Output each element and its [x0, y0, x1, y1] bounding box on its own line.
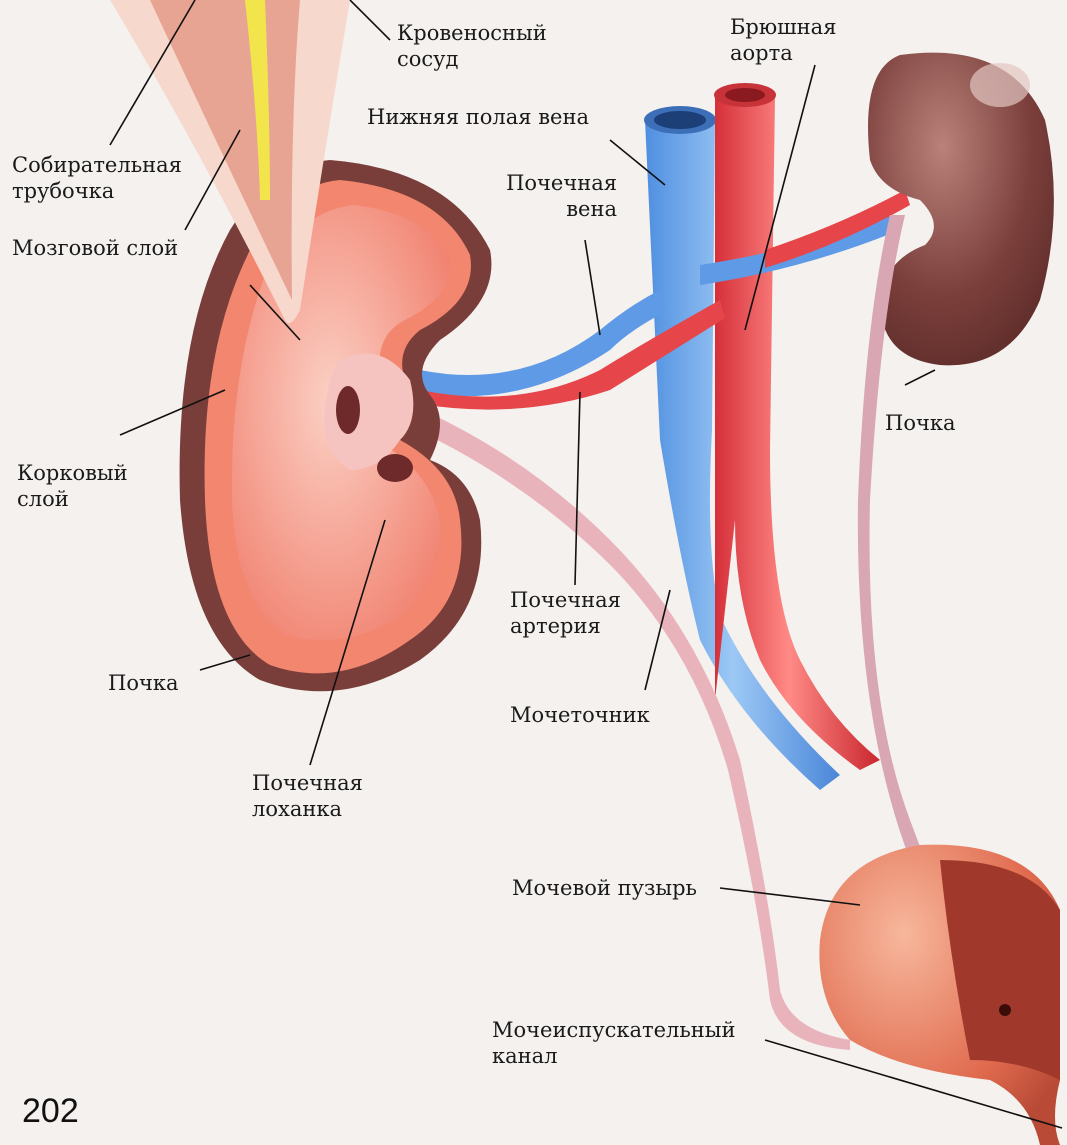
label-kidney-right: Почка [885, 410, 956, 436]
label-renal-pelvis: Почечная лоханка [252, 770, 363, 822]
label-blood-vessel: Кровеносный сосуд [397, 20, 547, 72]
label-ureter: Мочеточник [510, 702, 650, 728]
bladder-illustration [819, 845, 1060, 1145]
label-renal-vein: Почечная вена [497, 170, 617, 222]
label-kidney-left: Почка [108, 670, 179, 696]
label-abdominal-aorta: Брюшная аорта [730, 14, 836, 66]
page-number: 202 [22, 1092, 79, 1131]
label-cortex: Корковый слой [17, 460, 128, 512]
label-collecting-duct: Собирательная трубочка [12, 152, 182, 204]
label-inferior-vena-cava: Нижняя полая вена [367, 104, 589, 130]
label-bladder: Мочевой пузырь [512, 875, 697, 901]
label-urethra: Мочеиспускательный канал [492, 1017, 736, 1069]
label-renal-artery: Почечная артерия [510, 587, 621, 639]
label-medulla: Мозговой слой [12, 235, 178, 261]
